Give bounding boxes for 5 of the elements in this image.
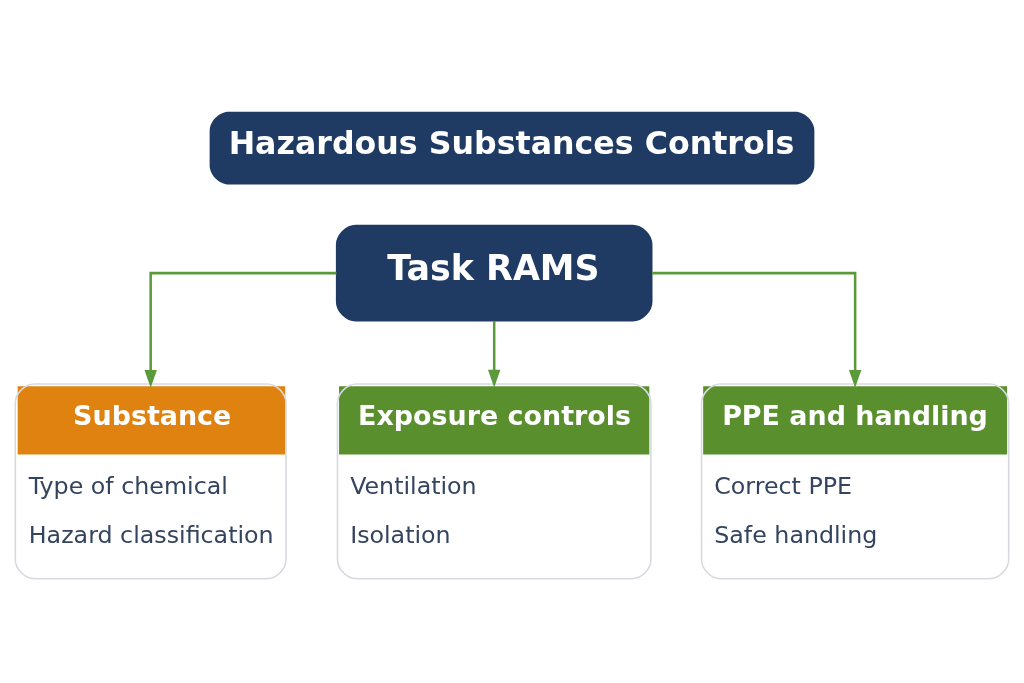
arrow (651, 271, 862, 388)
arrow (487, 320, 501, 387)
arrow (144, 271, 337, 388)
node-box: Task RAMS (335, 224, 653, 321)
diagram-title: Hazardous Substances Controls (228, 124, 795, 161)
